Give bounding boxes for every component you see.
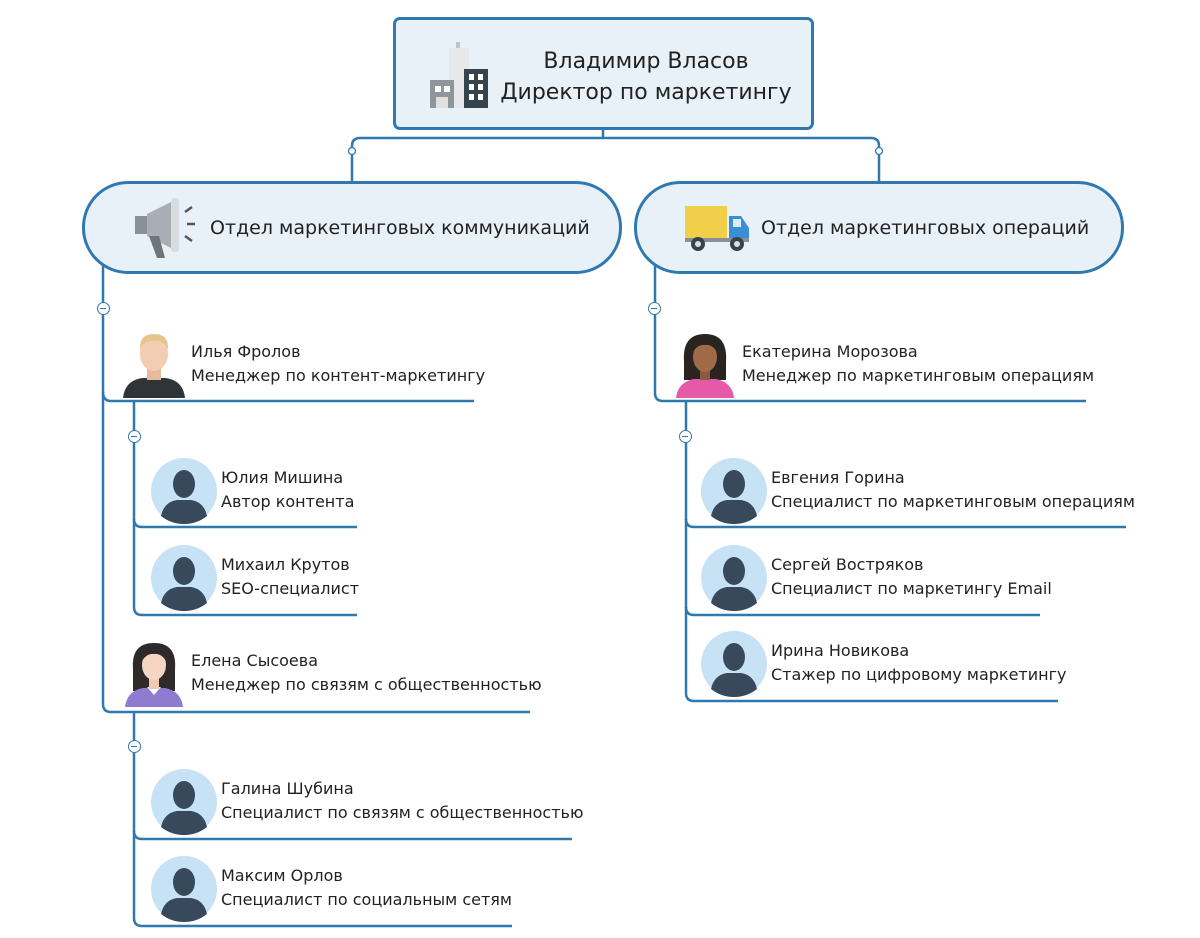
user-avatar-icon (151, 545, 217, 611)
person-role: Специалист по связям с общественностью (221, 803, 584, 822)
user-avatar-icon (701, 458, 767, 524)
department-communications[interactable]: Отдел маркетинговых коммуникаций (82, 181, 622, 274)
person-name: Галина Шубина (221, 779, 354, 798)
collapse-toggle-operations[interactable] (648, 302, 661, 315)
user-avatar-icon (701, 545, 767, 611)
woman-avatar-icon (125, 643, 183, 707)
person-role: Специалист по маркетингу Email (771, 579, 1052, 598)
person-name: Илья Фролов (191, 342, 301, 361)
user-avatar-icon (151, 769, 217, 835)
collapse-toggle-morozova[interactable] (679, 430, 692, 443)
person-name: Екатерина Морозова (742, 342, 918, 361)
root-node[interactable]: Владимир Власов Директор по маркетингу (393, 17, 814, 130)
delivery-truck-icon (685, 206, 749, 251)
person-name: Михаил Крутов (221, 555, 350, 574)
person-name: Ирина Новикова (771, 641, 910, 660)
person-role: Менеджер по маркетинговым операциям (742, 366, 1095, 385)
root-name: Владимир Власов (543, 49, 749, 74)
person-name: Юлия Мишина (221, 468, 344, 487)
person-role: Специалист по социальным сетям (221, 890, 512, 909)
user-avatar-icon (151, 458, 217, 524)
person-name: Сергей Востряков (771, 555, 924, 574)
department-label: Отдел маркетинговых коммуникаций (210, 217, 590, 239)
collapse-toggle-frolov[interactable] (128, 430, 141, 443)
person-role: Автор контента (221, 492, 355, 511)
office-buildings-icon (430, 42, 488, 108)
root-title: Директор по маркетингу (500, 80, 792, 105)
person-role: Менеджер по связям с общественностью (191, 675, 542, 694)
megaphone-icon (135, 198, 195, 258)
department-label: Отдел маркетинговых операций (761, 217, 1090, 239)
man-avatar-icon (123, 334, 185, 398)
user-avatar-icon (701, 631, 767, 697)
person-name: Евгения Горина (771, 468, 905, 487)
user-avatar-icon (151, 856, 217, 922)
person-role: Специалист по маркетинговым операциям (771, 492, 1135, 511)
person-role: SEO-специалист (221, 579, 360, 598)
department-operations[interactable]: Отдел маркетинговых операций (634, 181, 1124, 274)
collapse-toggle-communications[interactable] (97, 302, 110, 315)
collapse-toggle-sysoeva[interactable] (128, 740, 141, 753)
person-role: Менеджер по контент-маркетингу (191, 366, 486, 385)
person-name: Максим Орлов (221, 866, 343, 885)
woman-avatar-icon (676, 334, 734, 398)
person-role: Стажер по цифровому маркетингу (771, 665, 1067, 684)
person-name: Елена Сысоева (191, 651, 318, 670)
